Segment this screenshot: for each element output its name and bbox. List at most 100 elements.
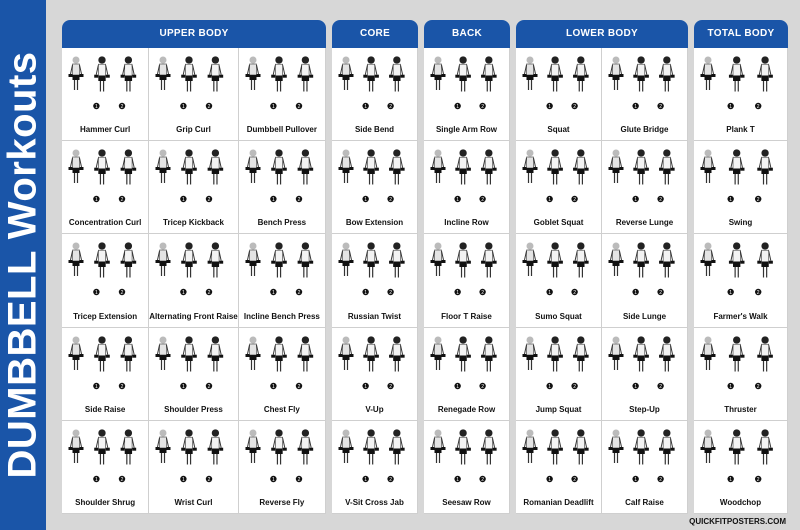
svg-text:2: 2 (481, 290, 484, 296)
svg-text:2: 2 (757, 197, 760, 203)
svg-text:2: 2 (208, 197, 211, 203)
svg-text:2: 2 (389, 477, 392, 483)
exercise-name: Swing (728, 218, 753, 228)
exercise-name: Thruster (724, 404, 757, 414)
svg-text:1: 1 (182, 197, 185, 203)
svg-text:2: 2 (208, 104, 211, 110)
svg-text:1: 1 (272, 290, 275, 296)
exercise-name: Tricep Extension (73, 311, 138, 321)
svg-text:2: 2 (297, 384, 300, 390)
svg-text:2: 2 (121, 477, 124, 483)
svg-text:2: 2 (389, 104, 392, 110)
exercise-name: Calf Raise (625, 497, 664, 507)
svg-text:2: 2 (659, 290, 662, 296)
svg-text:1: 1 (634, 477, 637, 483)
exercise-name: Step-Up (629, 404, 660, 414)
poster-footer: QUICKFITPOSTERS.COM (689, 517, 786, 526)
svg-text:2: 2 (389, 384, 392, 390)
svg-text:2: 2 (208, 384, 211, 390)
svg-text:1: 1 (548, 104, 551, 110)
svg-text:2: 2 (659, 104, 662, 110)
svg-text:2: 2 (757, 104, 760, 110)
exercise-name: Reverse Lunge (615, 218, 674, 228)
svg-text:1: 1 (634, 290, 637, 296)
svg-text:2: 2 (757, 290, 760, 296)
svg-text:2: 2 (389, 197, 392, 203)
svg-text:2: 2 (297, 477, 300, 483)
svg-text:1: 1 (95, 384, 98, 390)
exercise-name: Woodchop (719, 497, 762, 507)
svg-text:1: 1 (364, 384, 367, 390)
exercise-name: Floor T Raise (441, 311, 492, 321)
svg-text:2: 2 (208, 290, 211, 296)
svg-text:1: 1 (456, 290, 459, 296)
exercise-name: V-Up (365, 404, 384, 414)
exercise-name: Goblet Squat (533, 218, 584, 228)
exercise-name: Sumo Squat (535, 311, 582, 321)
svg-text:1: 1 (95, 477, 98, 483)
exercise-name: Seesaw Row (442, 497, 491, 507)
section-header: LOWER BODY (516, 20, 688, 48)
svg-text:2: 2 (121, 290, 124, 296)
svg-text:2: 2 (757, 384, 760, 390)
poster-title: DUMBBELL Workouts (0, 51, 45, 479)
exercise-name: Alternating Front Raise (149, 311, 238, 321)
svg-text:1: 1 (634, 104, 637, 110)
svg-text:1: 1 (272, 197, 275, 203)
exercise-name: Side Bend (354, 125, 395, 135)
exercise-name: Glute Bridge (620, 125, 669, 135)
svg-text:2: 2 (481, 384, 484, 390)
svg-text:1: 1 (364, 290, 367, 296)
svg-text:2: 2 (659, 477, 662, 483)
svg-text:2: 2 (659, 197, 662, 203)
section-header: UPPER BODY (62, 20, 326, 48)
exercise-name: Plank T (726, 125, 755, 135)
exercise-name: Shoulder Press (164, 404, 223, 414)
